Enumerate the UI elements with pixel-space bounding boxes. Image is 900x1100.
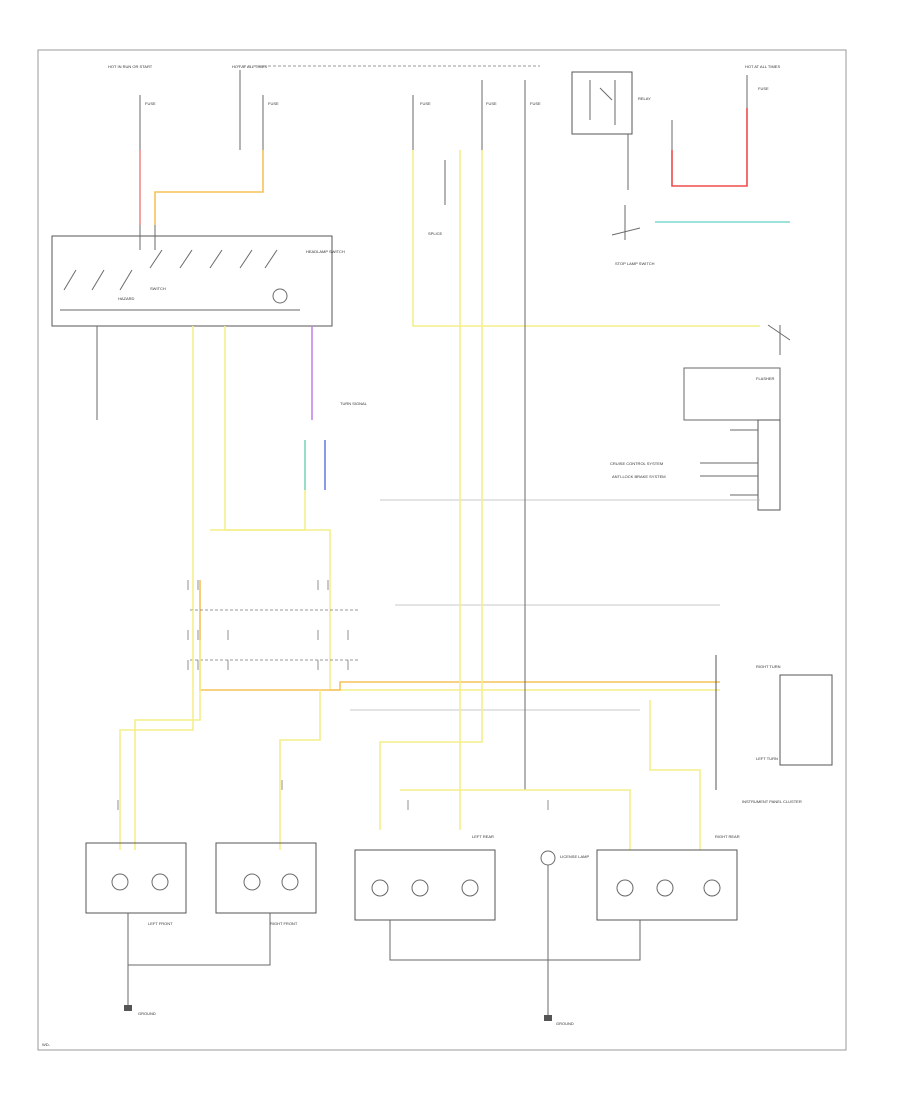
- right-rear-bulb-1: [616, 879, 634, 897]
- left-turn-label: LEFT TURN: [756, 756, 778, 761]
- fuse-c-label: FUSE: [420, 101, 431, 106]
- dashed-connector-row: [190, 609, 360, 661]
- ground-left-symbol: [124, 1005, 132, 1011]
- instrument-cluster-label: INSTRUMENT PANEL CLUSTER: [742, 799, 802, 804]
- left-front-bulb-2: [151, 873, 169, 891]
- license-lamp-bulb: [540, 850, 556, 866]
- switch-contacts: [63, 249, 278, 291]
- right-rear-bulb-2: [656, 879, 674, 897]
- top-mid-header: HOT AT ALL TIMES: [232, 64, 267, 69]
- top-right-header: HOT AT ALL TIMES: [745, 64, 780, 69]
- left-rear-bulb-3: [461, 879, 479, 897]
- left-rear-lamp-label: LEFT REAR: [472, 834, 494, 839]
- left-ground-bus: [127, 913, 271, 1010]
- headlamp-switch-box: [51, 235, 333, 327]
- brake-switch-label: STOP LAMP SWITCH: [615, 261, 655, 266]
- switch-internal: [60, 225, 300, 311]
- yellow-wire-2: [224, 326, 306, 531]
- connector-pins: [117, 580, 549, 810]
- ground-left-label: GROUND: [138, 1011, 156, 1016]
- diagram-frame: [37, 49, 847, 1051]
- right-front-bulb-2: [281, 873, 299, 891]
- center-wire-yellow-2: [379, 150, 483, 830]
- left-rear-bulb-2: [411, 879, 429, 897]
- hazard-label: HAZARD: [118, 296, 135, 301]
- ground-right-label: GROUND: [556, 1021, 574, 1026]
- left-front-lamp-label: LEFT FRONT: [148, 921, 173, 926]
- cruise-control-label: CRUISE CONTROL SYSTEM: [610, 461, 663, 466]
- fuse-b-wire-orange: [154, 150, 264, 225]
- left-front-bulb-1: [111, 873, 129, 891]
- page-ref: WD-: [42, 1042, 51, 1047]
- right-red-wire: [671, 108, 748, 187]
- abs-module-label: ANTI-LOCK BRAKE SYSTEM: [612, 474, 666, 479]
- flasher-label: FLASHER: [756, 376, 775, 381]
- brake-switch-contact: [611, 205, 641, 240]
- fuse-right-label: FUSE: [758, 86, 769, 91]
- right-ground-bus: [389, 865, 641, 1020]
- right-front-bulb-1: [243, 873, 261, 891]
- ground-right-symbol: [544, 1015, 552, 1021]
- left-lamp-feed-2: [134, 640, 201, 850]
- instrument-cluster-box: [715, 655, 833, 790]
- fuse-b-label: FUSE: [268, 101, 279, 106]
- left-lamp-feed-1: [119, 610, 194, 850]
- fuse-a-label: FUSE: [145, 101, 156, 106]
- license-lamp-label: LICENSE LAMP: [560, 854, 589, 859]
- fuse-e-label: FUSE: [530, 101, 541, 106]
- headlamp-switch-label: HEADLAMP SWITCH: [306, 249, 345, 254]
- relay-label: RELAY: [638, 96, 651, 101]
- top-left-header: HOT IN RUN OR START: [108, 64, 153, 69]
- right-rear-bulb-3: [703, 879, 721, 897]
- right-rear-lamp-label: RIGHT REAR: [715, 834, 740, 839]
- cruise-module-box: [757, 419, 781, 511]
- turn-signal-label: TURN SIGNAL: [340, 401, 368, 406]
- right-turn-label: RIGHT TURN: [756, 664, 781, 669]
- fuse-d-label: FUSE: [486, 101, 497, 106]
- right-front-lamp-box: [215, 842, 317, 914]
- relay-coil: [589, 80, 616, 125]
- right-rear-lamp-box: [596, 849, 738, 921]
- switch-lamp-icon: [272, 288, 288, 304]
- left-rear-lamp-box: [354, 849, 496, 921]
- relay-box: [571, 71, 633, 135]
- left-lamp-feed-3: [279, 690, 321, 850]
- right-front-lamp-label: RIGHT FRONT: [270, 921, 298, 926]
- cruise-leads: [700, 429, 758, 496]
- yellow-bus-top: [412, 150, 760, 327]
- switch-inner-label: SWITCH: [150, 286, 166, 291]
- center-lamp-feed: [400, 789, 631, 850]
- left-front-lamp-box: [85, 842, 187, 914]
- thin-cross-a: [350, 499, 760, 711]
- flasher-symbol: [683, 324, 791, 421]
- splice-label: SPLICE: [428, 231, 443, 236]
- right-lamp-feed: [649, 700, 701, 850]
- left-rear-bulb-1: [371, 879, 389, 897]
